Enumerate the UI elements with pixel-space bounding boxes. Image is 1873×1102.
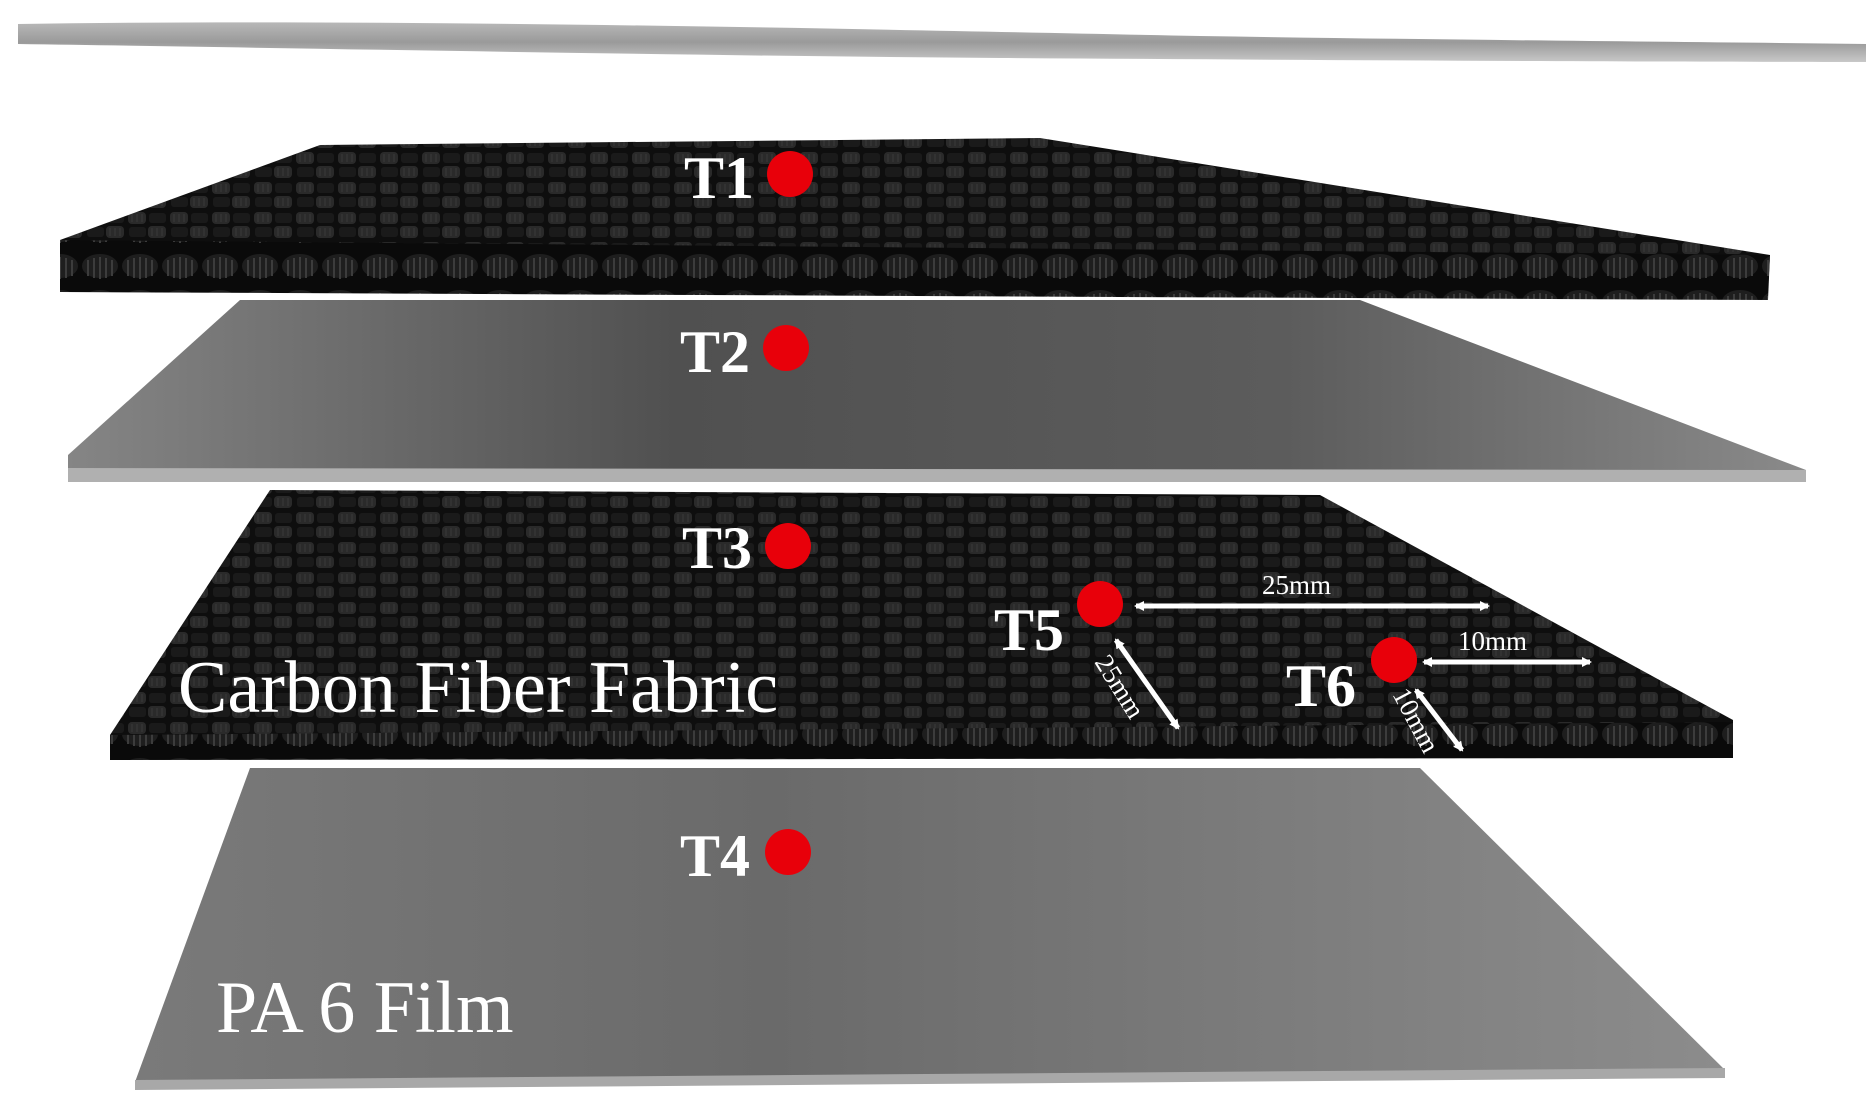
dimension-label-t6-horizontal: 10mm [1458,626,1527,656]
sensor-t1: T1 [684,145,813,211]
sensor-t4: T4 [680,823,811,889]
dimension-t5-horizontal: 25mm [1134,570,1490,611]
film-layer-2 [68,300,1806,482]
sensor-dot-t4 [765,829,811,875]
dimension-t6-horizontal: 10mm [1422,626,1592,667]
sensor-dot-t3 [765,523,811,569]
fabric-layer-main [110,490,1733,760]
film-layer-bottom [135,768,1725,1090]
top-plate [18,22,1866,62]
sensor-label-t2: T2 [680,319,750,385]
sensor-label-t4: T4 [680,823,750,889]
label-carbon-fiber-fabric: Carbon Fiber Fabric [178,647,778,729]
sensor-dot-t1 [767,151,813,197]
sensor-t3: T3 [682,515,811,581]
sensor-label-t3: T3 [682,515,752,581]
label-pa6-film: PA 6 Film [216,967,514,1049]
sensor-dot-t5 [1077,581,1123,627]
sensor-label-t5: T5 [994,597,1064,663]
sensor-label-t6: T6 [1286,653,1356,719]
sensor-t5: T5 [994,581,1123,663]
sensor-dot-t6 [1371,637,1417,683]
sensor-t2: T2 [680,319,809,385]
fabric-layer-top [60,138,1770,300]
sensor-dot-t2 [763,325,809,371]
dimension-label-t5-horizontal: 25mm [1262,570,1331,600]
sensor-label-t1: T1 [684,145,754,211]
sensor-t6: T6 [1286,637,1417,719]
